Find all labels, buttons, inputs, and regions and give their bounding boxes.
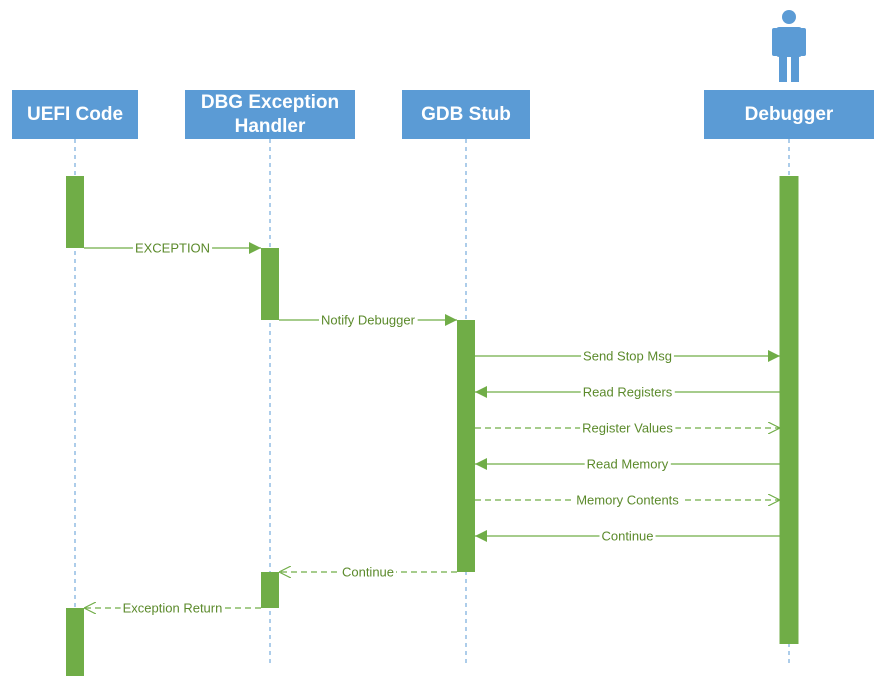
- message-label: Memory Contents: [576, 493, 679, 508]
- message-label: EXCEPTION: [135, 241, 210, 256]
- participant-debugger-label: Debugger: [745, 104, 834, 125]
- activation-dbg-3: [261, 572, 279, 608]
- message-label: Continue: [342, 565, 394, 580]
- message-3: Send Stop Msg: [475, 347, 780, 365]
- activation-dbg-1: [261, 248, 279, 320]
- message-6: Read Memory: [475, 455, 780, 473]
- activation-uefi-0: [66, 176, 84, 248]
- message-10: Exception Return: [84, 599, 261, 617]
- message-label: Read Registers: [583, 385, 673, 400]
- message-1: EXCEPTION: [84, 239, 261, 257]
- activation-debugger-5: [779, 176, 799, 644]
- message-8: Continue: [475, 527, 780, 545]
- message-label: Read Memory: [587, 457, 669, 472]
- message-5: Register Values: [475, 419, 780, 437]
- message-label: Notify Debugger: [321, 313, 416, 328]
- participant-uefi: UEFI Code: [12, 90, 138, 139]
- message-4: Read Registers: [475, 383, 780, 401]
- message-2: Notify Debugger: [279, 311, 457, 329]
- activation-gdb-2: [457, 320, 475, 572]
- message-label: Register Values: [582, 421, 673, 436]
- participant-gdb: GDB Stub: [402, 90, 530, 139]
- message-label: Send Stop Msg: [583, 349, 672, 364]
- participant-uefi-label: UEFI Code: [27, 104, 123, 125]
- participant-gdb-label: GDB Stub: [421, 104, 511, 125]
- participant-debugger: Debugger: [704, 90, 874, 139]
- participant-dbg-label: DBG Exception: [201, 92, 339, 113]
- participant-dbg-label: Handler: [235, 116, 306, 137]
- activation-uefi-4: [66, 608, 84, 676]
- message-label: Continue: [601, 529, 653, 544]
- person-icon: [772, 10, 806, 82]
- message-9: Continue: [279, 563, 457, 581]
- message-7: Memory Contents: [475, 491, 780, 509]
- message-label: Exception Return: [123, 601, 223, 616]
